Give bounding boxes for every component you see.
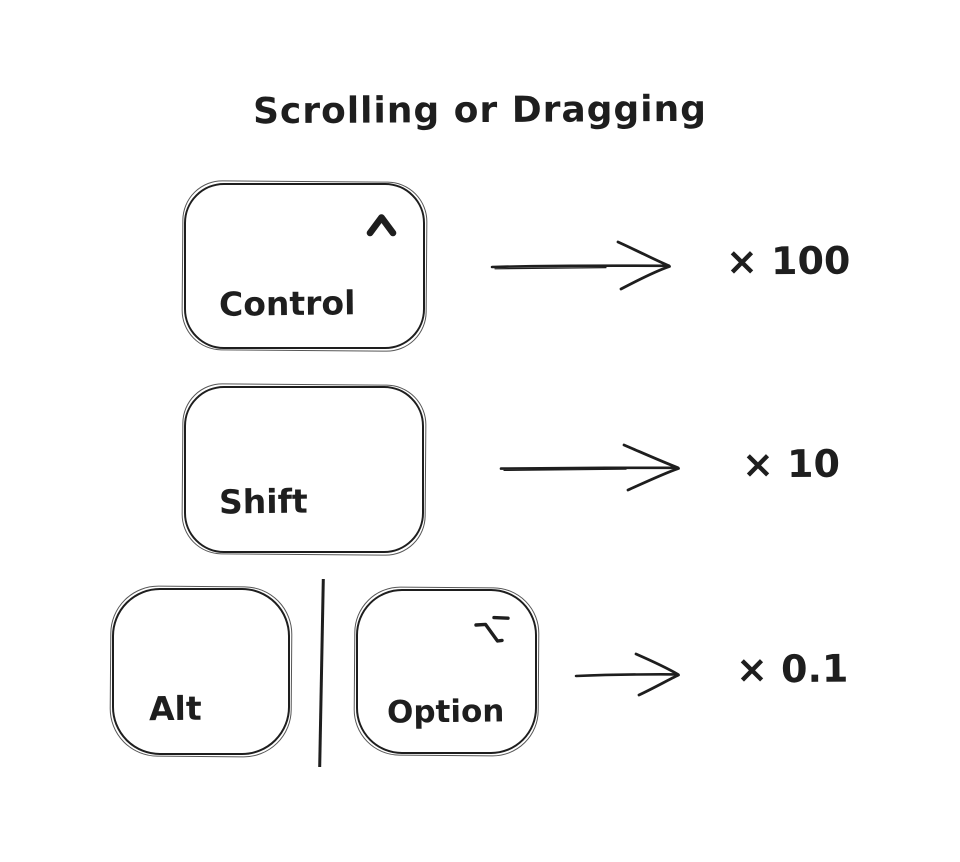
key-option: Option (356, 589, 537, 754)
multiplier-shift: × 10 (741, 441, 841, 487)
right-arrow-icon (488, 234, 688, 298)
key-alt: Alt (112, 588, 290, 755)
option-key-icon (472, 612, 512, 646)
multiplier-control: × 100 (725, 238, 851, 284)
key-shift-label: Shift (218, 481, 308, 522)
right-arrow-icon (572, 646, 694, 704)
key-alt-label: Alt (148, 688, 202, 729)
diagram-title: Scrolling or Dragging (252, 88, 708, 133)
alt-option-divider (318, 578, 325, 768)
key-shift: Shift (184, 386, 424, 553)
key-control: Control (184, 183, 425, 349)
caret-up-icon (364, 211, 400, 241)
key-control-label: Control (218, 283, 356, 324)
multiplier-alt-option: × 0.1 (735, 646, 849, 692)
key-option-label: Option (386, 693, 505, 731)
right-arrow-icon (496, 436, 696, 500)
